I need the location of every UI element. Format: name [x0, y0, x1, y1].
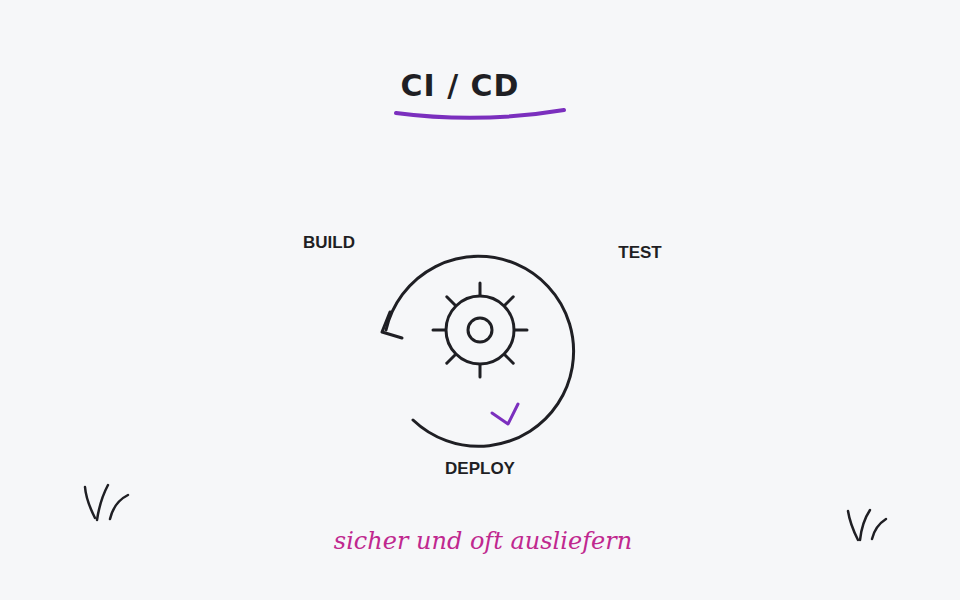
check-mark	[492, 404, 518, 424]
gear-tooth	[505, 297, 513, 305]
caption: sicher und oft ausliefern	[334, 527, 632, 555]
gear-tooth	[447, 297, 455, 305]
stage-label: TEST	[618, 243, 661, 263]
gear-tooth	[479, 365, 482, 377]
gear-tooth	[447, 355, 455, 363]
title-underline	[396, 110, 564, 118]
stage-label: DEPLOY	[445, 459, 515, 479]
gear-tooth	[479, 283, 482, 295]
stage-label: BUILD	[303, 233, 355, 253]
gear-tooth	[433, 329, 445, 332]
gear-tooth	[505, 355, 513, 363]
arrow-head	[382, 312, 402, 338]
gear-icon	[433, 283, 527, 377]
cycle-arc	[386, 256, 574, 446]
title: CI / CD	[401, 68, 520, 103]
gear-tooth	[515, 329, 527, 332]
